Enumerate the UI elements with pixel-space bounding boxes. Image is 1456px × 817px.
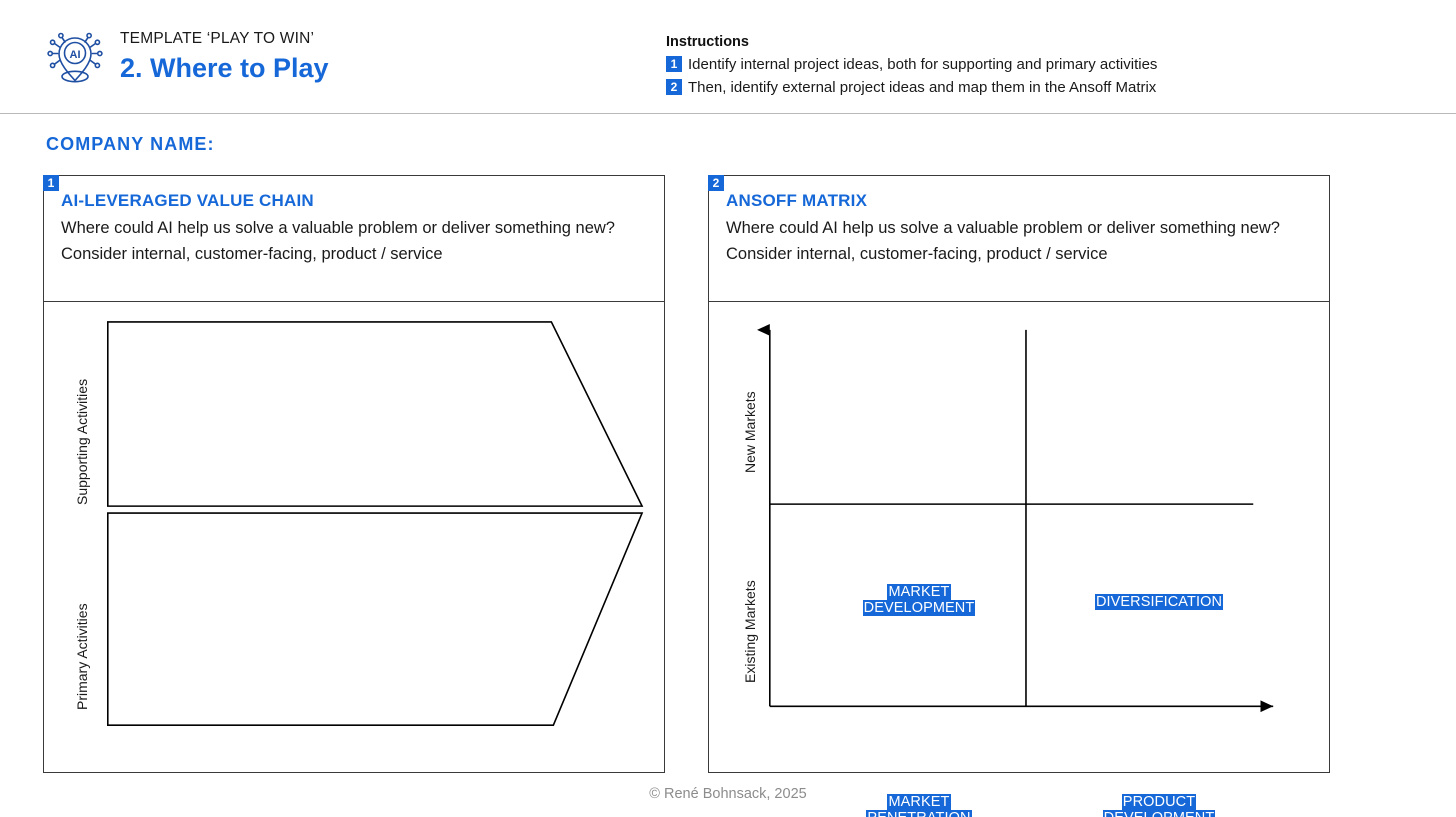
- svg-text:AI: AI: [70, 49, 81, 61]
- ansoff-axes: [757, 323, 1274, 713]
- value-chain-arrow-shapes: [106, 321, 644, 726]
- panel-ansoff-matrix: 2 ANSOFF MATRIX Where could AI help us s…: [708, 175, 1330, 817]
- instruction-text: Identify internal project ideas, both fo…: [688, 56, 1158, 73]
- instruction-text: Then, identify external project ideas an…: [688, 79, 1157, 96]
- value-chain-canvas[interactable]: Supporting Activities Primary Activities: [44, 302, 664, 772]
- header-divider: [0, 113, 1456, 114]
- panel-title: ANSOFF MATRIX: [726, 191, 868, 210]
- instruction-number-badge: 2: [666, 79, 682, 95]
- panel-title: AI-LEVERAGED VALUE CHAIN: [61, 191, 314, 210]
- page-title: 2. Where to Play: [120, 53, 329, 83]
- page-header: AI TEMPLATE ‘PLAY TO WIN’ 2.: [0, 0, 1456, 114]
- quadrant-label-line1: MARKET: [887, 794, 951, 810]
- panel-number-badge: 1: [43, 175, 59, 191]
- footer-copyright: © René Bohnsack, 2025: [649, 786, 807, 802]
- instruction-item-1: 1 Identify internal project ideas, both …: [666, 54, 1157, 75]
- quadrant-label-line1: PRODUCT: [1121, 794, 1197, 810]
- quadrant-label-diversification[interactable]: DIVERSIFICATION: [1039, 594, 1279, 610]
- supporting-activities-shape: [106, 321, 644, 507]
- instructions-title: Instructions: [666, 34, 749, 50]
- primary-activities-shape: [106, 512, 644, 726]
- brand-block: AI TEMPLATE ‘PLAY TO WIN’ 2.: [44, 26, 329, 88]
- panel-header-ansoff: ANSOFF MATRIX Where could AI help us sol…: [709, 176, 1329, 301]
- panel-number-badge: 2: [708, 175, 724, 191]
- quadrant-label-line2: DEVELOPMENT: [862, 600, 976, 616]
- company-name-label[interactable]: COMPANY NAME:: [46, 134, 215, 154]
- ai-location-pin-icon: AI: [44, 26, 106, 88]
- brand-text: TEMPLATE ‘PLAY TO WIN’ 2. Where to Play: [120, 29, 329, 85]
- ansoff-matrix-canvas[interactable]: New Markets Existing Markets Existing Pr…: [709, 302, 1329, 817]
- quadrant-label-line1: DIVERSIFICATION: [1094, 594, 1224, 610]
- quadrant-label-market-development[interactable]: MARKET DEVELOPMENT: [799, 584, 1039, 616]
- quadrant-label-market-penetration[interactable]: MARKET PENETRATION: [799, 794, 1039, 817]
- quadrant-label-line1: MARKET: [887, 584, 951, 600]
- axis-label-new-markets: New Markets: [742, 391, 758, 473]
- quadrant-label-line2: DEVELOPMENT: [1102, 810, 1216, 817]
- instruction-number-badge: 1: [666, 56, 682, 72]
- panel-header-value-chain: AI-LEVERAGED VALUE CHAIN Where could AI …: [44, 176, 664, 301]
- panel-header-divider: [44, 301, 664, 302]
- quadrant-label-line2: PENETRATION: [866, 810, 972, 817]
- panel-subtitle: Where could AI help us solve a valuable …: [61, 219, 615, 263]
- template-label: TEMPLATE ‘PLAY TO WIN’: [120, 30, 315, 47]
- panel-value-chain: 1 AI-LEVERAGED VALUE CHAIN Where could A…: [43, 175, 665, 773]
- instructions-block: Instructions 1 Identify internal project…: [666, 33, 1157, 98]
- panel-subtitle: Where could AI help us solve a valuable …: [726, 219, 1280, 263]
- instruction-item-2: 2 Then, identify external project ideas …: [666, 77, 1157, 98]
- quadrant-label-product-development[interactable]: PRODUCT DEVELOPMENT: [1039, 794, 1279, 817]
- panel-header-divider: [709, 301, 1329, 302]
- axis-label-existing-markets: Existing Markets: [742, 580, 758, 684]
